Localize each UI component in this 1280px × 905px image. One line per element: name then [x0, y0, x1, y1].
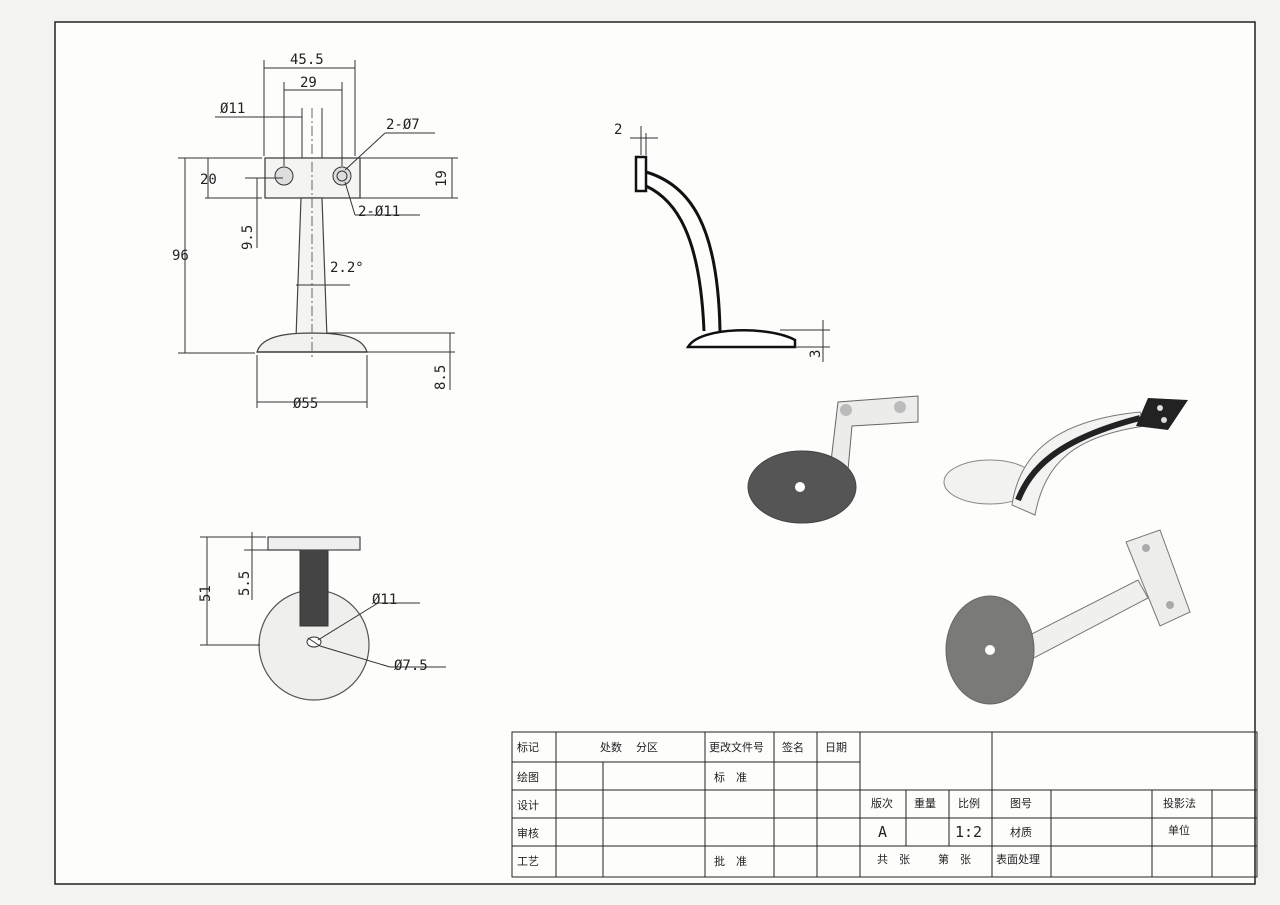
- dim-dia-11: Ø11: [220, 101, 245, 117]
- dim-9-5: 9.5: [240, 225, 256, 250]
- side-view: [630, 126, 830, 362]
- dim-19: 19: [434, 170, 450, 187]
- tb-signature: 签名: [782, 740, 804, 754]
- tb-date: 日期: [825, 741, 847, 754]
- dim-45-5: 45.5: [290, 52, 324, 68]
- dim-2-dia-7: 2-Ø7: [386, 117, 420, 133]
- tb-weight-label: 重量: [914, 796, 936, 810]
- dim-top-dia-11: Ø11: [372, 592, 397, 608]
- title-block-text: 标记 处数 分区 更改文件号 签名 日期 绘图 设计 审核 工艺 标 准 批 准…: [517, 740, 1196, 868]
- tb-design: 设计: [517, 799, 539, 812]
- tb-standard: 标 准: [714, 770, 747, 784]
- tb-scale-label: 比例: [958, 796, 980, 810]
- tb-drawing-no-label: 图号: [1010, 797, 1032, 810]
- tb-projection-label: 投影法: [1163, 796, 1196, 810]
- tb-process: 工艺: [517, 855, 539, 868]
- top-view: [200, 532, 446, 701]
- dim-plate-thickness-2: 2: [614, 122, 622, 138]
- drawing-border: [54, 21, 1256, 885]
- dim-8-5: 8.5: [433, 365, 449, 390]
- tb-count: 处数: [600, 741, 622, 754]
- dim-96: 96: [172, 248, 189, 264]
- tb-zone: 分区: [636, 741, 658, 754]
- tb-review: 审核: [517, 826, 539, 840]
- tb-approve: 批 准: [714, 854, 747, 868]
- tb-mark: 标记: [517, 740, 539, 754]
- iso-view-2: [943, 398, 1188, 516]
- dim-depth-51: 51: [198, 585, 214, 602]
- tb-scale-value: 1:2: [955, 823, 982, 841]
- dim-20: 20: [200, 172, 217, 188]
- tb-version-label: 版次: [871, 796, 893, 810]
- tb-change-doc: 更改文件号: [709, 740, 764, 754]
- iso-view-1: [747, 395, 919, 524]
- tb-sheet-no: 第 张: [938, 852, 971, 866]
- dim-taper-angle: 2.2°: [330, 260, 364, 276]
- front-view-labels: 45.5 29 Ø11 2-Ø7 2-Ø11 20 19 9.5 96 2.2°…: [172, 52, 450, 412]
- dim-base-dia-55: Ø55: [293, 396, 318, 412]
- tb-material-label: 材质: [1010, 825, 1032, 839]
- dim-5-5: 5.5: [237, 571, 253, 596]
- tb-surface-label: 表面处理: [996, 852, 1040, 866]
- dim-2-dia-11: 2-Ø11: [358, 204, 400, 220]
- tb-drawing: 绘图: [517, 770, 539, 784]
- dim-29: 29: [300, 75, 317, 91]
- iso-view-3: [945, 529, 1191, 705]
- dim-dia-7-5: Ø7.5: [394, 658, 428, 674]
- front-view: [178, 60, 458, 408]
- tb-sheets-total: 共 张: [877, 853, 910, 866]
- tb-unit-label: 单位: [1168, 823, 1190, 837]
- dim-base-thickness-3: 3: [808, 350, 824, 358]
- title-block: [511, 731, 1258, 878]
- tb-version-value: A: [878, 823, 887, 841]
